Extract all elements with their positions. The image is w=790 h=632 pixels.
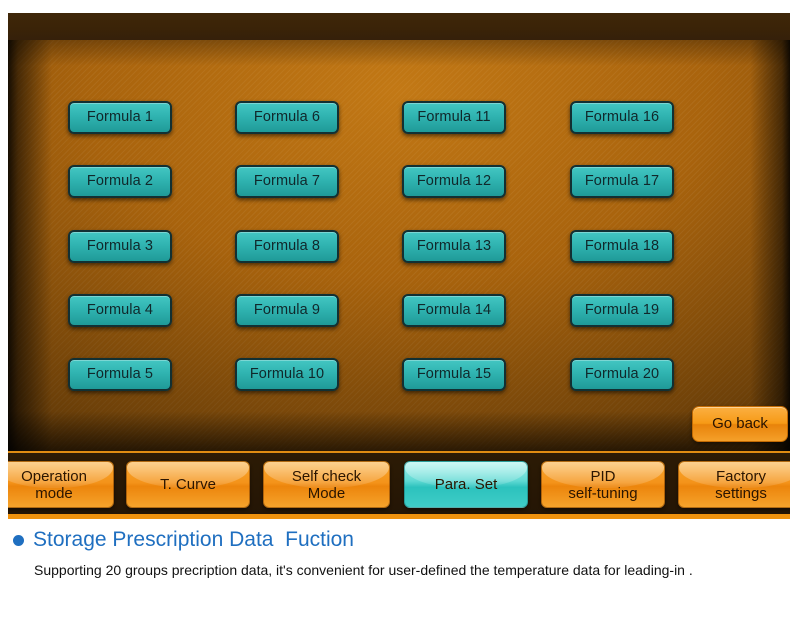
go-back-button[interactable]: Go back [692,406,788,442]
formula-button-11[interactable]: Formula 11 [402,101,506,134]
caption-block: Storage Prescription Data Fuction Suppor… [0,528,790,580]
formula-button-6[interactable]: Formula 6 [235,101,339,134]
formula-button-12[interactable]: Formula 12 [402,165,506,198]
hmi-device-panel: Formula 1 Formula 6 Formula 11 Formula 1… [8,13,790,519]
caption-body: Supporting 20 groups precription data, i… [34,562,693,578]
caption-heading: Storage Prescription Data Fuction [33,528,354,551]
formula-button-10[interactable]: Formula 10 [235,358,339,391]
formula-button-9[interactable]: Formula 9 [235,294,339,327]
formula-button-7[interactable]: Formula 7 [235,165,339,198]
hmi-screen: Formula 1 Formula 6 Formula 11 Formula 1… [8,40,790,451]
caption-heading-row: Storage Prescription Data Fuction [0,528,790,552]
formula-button-8[interactable]: Formula 8 [235,230,339,263]
toolbar-para-set-label: Para. Set [434,476,498,493]
formula-button-4[interactable]: Formula 4 [68,294,172,327]
toolbar-para-set[interactable]: Para. Set [404,461,528,508]
formula-button-14[interactable]: Formula 14 [402,294,506,327]
formula-button-16[interactable]: Formula 16 [570,101,674,134]
formula-button-15[interactable]: Formula 15 [402,358,506,391]
formula-button-5[interactable]: Formula 5 [68,358,172,391]
formula-button-2[interactable]: Formula 2 [68,165,172,198]
formula-button-20[interactable]: Formula 20 [570,358,674,391]
bullet-icon [13,534,24,546]
formula-button-13[interactable]: Formula 13 [402,230,506,263]
toolbar-t-curve[interactable]: T. Curve [126,461,250,508]
formula-button-3[interactable]: Formula 3 [68,230,172,263]
hmi-title-bar [8,13,790,40]
toolbar-t-curve-label: T. Curve [160,476,216,493]
formula-button-18[interactable]: Formula 18 [570,230,674,263]
formula-button-17[interactable]: Formula 17 [570,165,674,198]
formula-button-19[interactable]: Formula 19 [570,294,674,327]
formula-button-1[interactable]: Formula 1 [68,101,172,134]
formula-button-grid: Formula 1 Formula 6 Formula 11 Formula 1… [8,40,790,451]
